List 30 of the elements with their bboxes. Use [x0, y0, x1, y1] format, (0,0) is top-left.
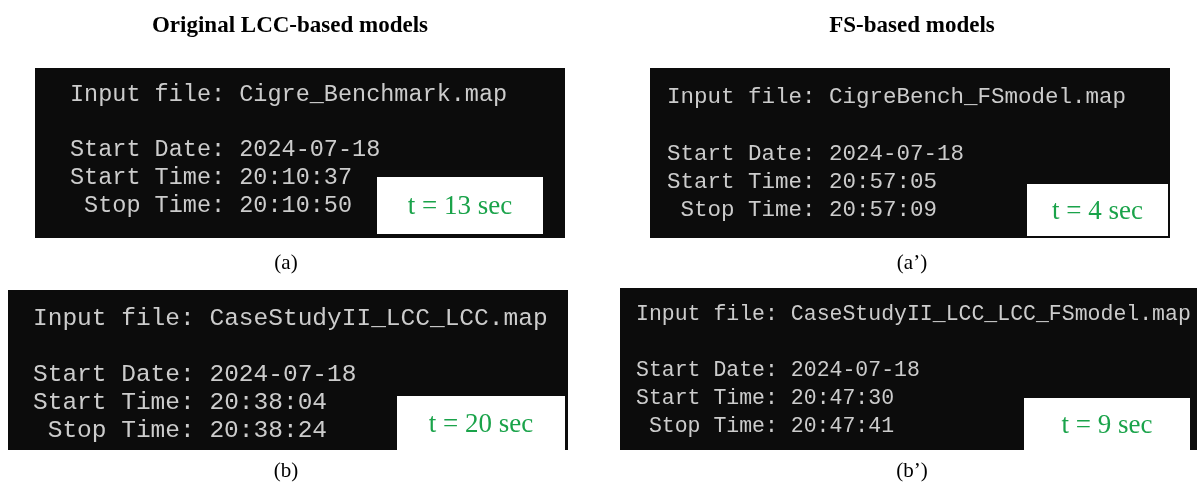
terminal-screenshot: [650, 68, 1170, 238]
terminal-text: Start Date: 2024-07-18: [667, 140, 965, 168]
terminal-screenshot: [620, 288, 1197, 450]
column-heading: FS-based models: [829, 12, 995, 38]
terminal-screenshot: [35, 68, 565, 238]
terminal-text: Start Date: 2024-07-18: [33, 361, 357, 389]
terminal-text: Start Time: 20:57:05: [667, 168, 938, 196]
terminal-text: Stop Time: 20:57:09: [680, 196, 938, 224]
terminal-text: Start Time: 20:38:04: [33, 389, 328, 417]
terminal-text: Stop Time: 20:47:41: [648, 413, 895, 440]
panel-caption: (b’): [896, 458, 928, 483]
terminal-text: Input file: CaseStudyII_LCC_LCC_FSmodel.map: [636, 301, 1191, 328]
panel-caption: (a): [274, 250, 298, 275]
terminal-text: Input file: CigreBench_FSmodel.map: [667, 83, 1127, 111]
terminal-text: Start Time: 20:47:30: [636, 385, 895, 412]
terminal-text: Stop Time: 20:38:24: [47, 417, 328, 445]
terminal-text: Start Date: 2024-07-18: [636, 357, 920, 384]
duration-box: t = 20 sec: [397, 396, 565, 451]
duration-box: t = 4 sec: [1027, 184, 1168, 236]
duration-box: t = 13 sec: [377, 177, 543, 234]
terminal-text: Input file: CaseStudyII_LCC_LCC.map: [33, 305, 548, 333]
terminal-text: Start Time: 20:10:37: [70, 164, 353, 192]
panel-caption: (a’): [896, 250, 928, 275]
terminal-screenshot: [8, 290, 568, 450]
duration-box: t = 9 sec: [1024, 398, 1190, 451]
panel-caption: (b): [273, 458, 299, 483]
terminal-text: Input file: Cigre_Benchmark.map: [70, 81, 508, 109]
column-heading: Original LCC-based models: [152, 12, 428, 38]
terminal-text: Stop Time: 20:10:50: [84, 192, 353, 220]
terminal-text: Start Date: 2024-07-18: [70, 136, 381, 164]
